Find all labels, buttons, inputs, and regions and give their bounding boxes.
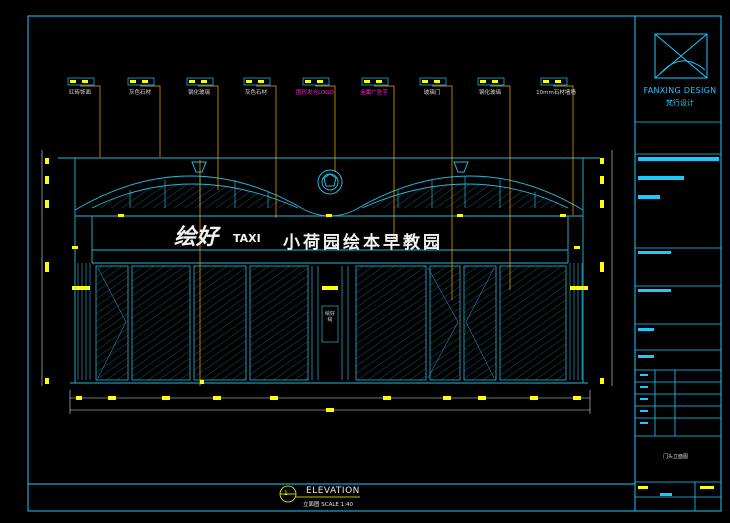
drawing-border [27,15,722,512]
drawing-number-marker [279,485,360,503]
dimension-lines [41,150,613,414]
callout-label: 钢化玻璃 [187,90,211,96]
door-plate-text: 绘好绘 [325,311,336,323]
drawing-title: ELEVATION [306,486,360,496]
right-keystone [453,161,469,173]
callout-label: 红砖饰面 [68,90,92,96]
door-swing-lines [97,267,495,379]
callout-label: 灰色石材 [128,90,152,96]
watermark-logo: 绘好 [174,224,219,250]
right-pilaster [569,263,583,380]
company-name-cn: 梵行设计 [666,99,694,107]
watermark-text: 小荷园绘本早教园 [283,233,443,253]
round-logo-icon [317,169,343,195]
title-block-fills [638,157,719,496]
callout-label: 玻璃门 [423,90,441,96]
company-name-en: FANXING DESIGN [643,86,717,95]
callout-label-highlighted: 圆形发光LOGO [296,90,334,96]
company-logo-icon [654,33,708,79]
callout-label: 灰色石材 [244,90,268,96]
dimension-values [45,158,604,412]
glass-panels [95,265,567,381]
callout-tags [67,77,568,86]
drawing-number: 1 [284,490,288,497]
center-column [311,266,349,380]
drawing-subtitle: 立面图 SCALE 1:40 [303,502,353,508]
callout-label: 10mm石材墙墙 [536,90,576,96]
callout-label: 钢化玻璃 [478,90,502,96]
drawing-name: 门头立面图 [663,454,689,460]
left-pilaster [77,263,91,380]
callout-tag-fills [70,80,561,83]
callout-label-highlighted: 金属广告字 [360,90,388,96]
left-keystone [191,161,207,173]
left-arch-glass [92,184,298,208]
leader-lines [80,85,574,386]
title-block [635,121,721,511]
watermark-taxi: TAXI [233,232,261,245]
